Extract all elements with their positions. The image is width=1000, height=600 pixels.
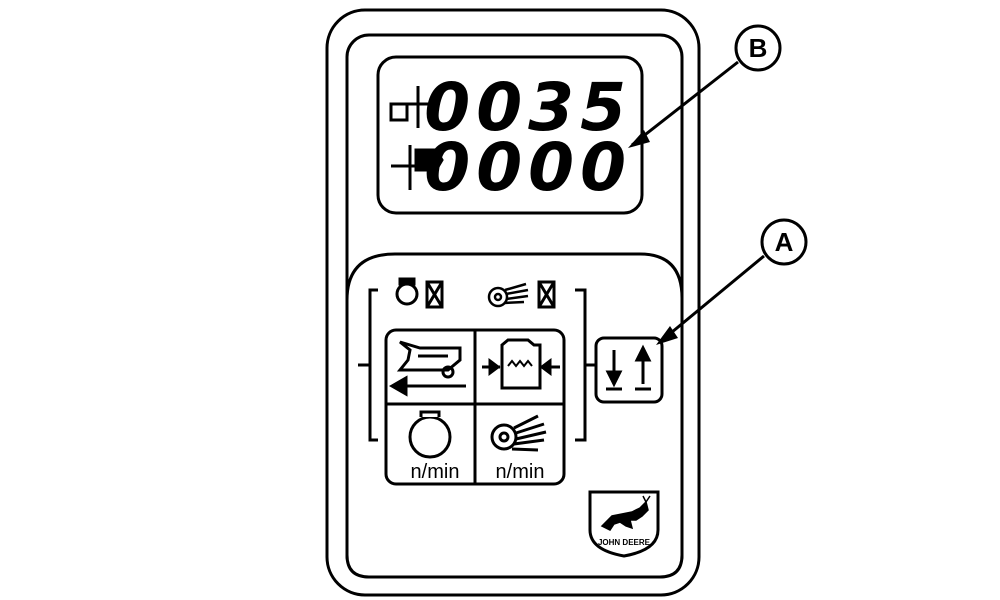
engine-crossed-icon: [395, 277, 444, 309]
bale-flag-icon: [391, 145, 444, 190]
arrows-up-down-icon: [605, 344, 652, 391]
deer-logo-icon: [600, 495, 651, 531]
callout-a: A: [656, 218, 808, 345]
knotter-heater-icon: [482, 338, 560, 390]
callout-a-label: A: [775, 227, 794, 257]
engine-speed-key[interactable]: n/min: [388, 406, 473, 483]
engine-speed-icon: [408, 410, 452, 459]
baler-reverse-key[interactable]: [388, 332, 473, 402]
baler-reverse-icon: [388, 340, 466, 397]
callout-b: B: [628, 24, 782, 148]
counter-select-button[interactable]: [594, 336, 664, 404]
counter-top-value: 0035: [424, 69, 632, 146]
counter-bottom-value: 0000: [424, 129, 632, 206]
bale-counter-icon: [389, 86, 436, 128]
logo-brand-text: JOHN DEERE: [598, 538, 651, 547]
rotor-speed-icon: [490, 414, 547, 452]
callout-b-label: B: [749, 33, 768, 63]
john-deere-logo: JOHN DEERE: [588, 490, 660, 558]
rotor-crossed-icon: [487, 280, 556, 309]
engine-rpm-unit: n/min: [411, 461, 460, 483]
rotor-speed-key[interactable]: n/min: [477, 406, 562, 483]
knotter-heater-key[interactable]: [477, 332, 562, 402]
rotor-rpm-unit: n/min: [496, 461, 545, 483]
